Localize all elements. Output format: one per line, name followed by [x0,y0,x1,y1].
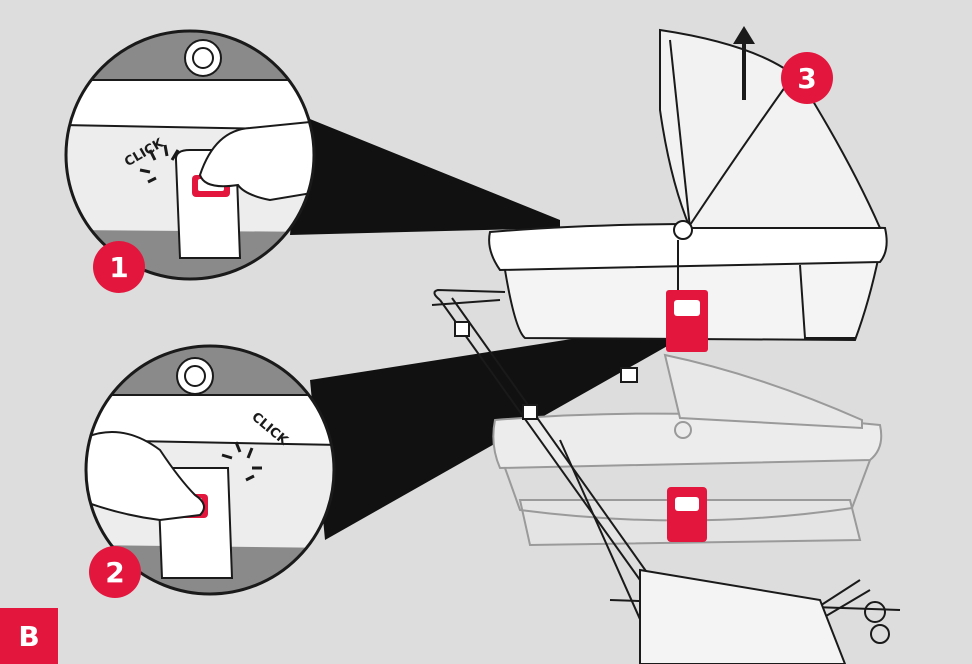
step-1-badge: 1 [93,241,145,293]
section-label: B [0,608,58,664]
step-2-badge: 2 [89,546,141,598]
callout-beam-upper [290,115,560,235]
step-3-badge: 3 [781,52,833,104]
